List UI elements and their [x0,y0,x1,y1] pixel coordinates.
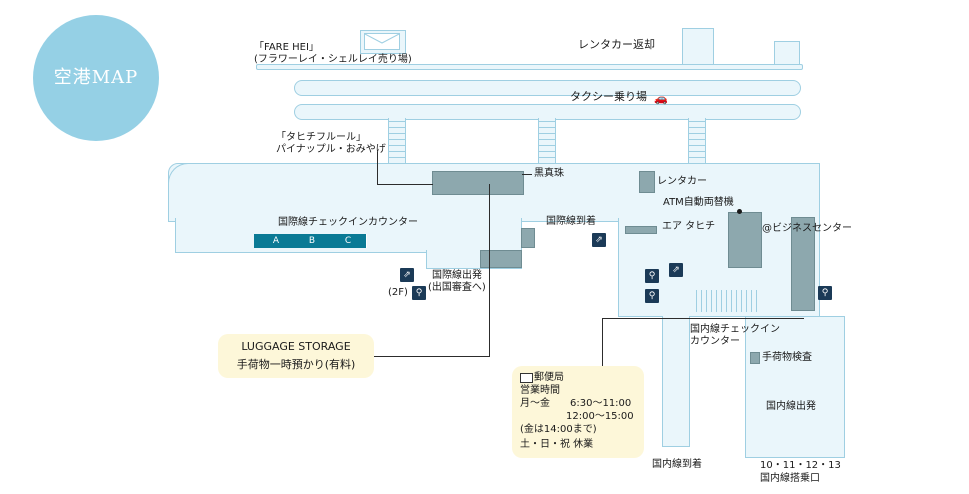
escalator-icon: ⇗ [592,233,606,247]
leader-post-v [602,318,603,368]
leader-tahiti-v [377,152,378,184]
map-title: 空港MAP [53,67,139,88]
atm-label: ATM自動両替機 [663,197,734,208]
business-center-label: @ビジネスセンター [762,223,852,234]
luggage-subtitle: 手荷物一時預かり(有料) [236,358,356,371]
business-center-block [791,217,815,311]
envelope-icon [364,33,400,50]
dom-checkin-label: 国内線チェックイン [690,324,780,335]
leader-tahiti-h [377,184,433,185]
walkway-left [388,118,406,164]
counter-c: C [330,234,367,248]
luggage-title: LUGGAGE STORAGE [241,340,351,353]
counter-b: B [294,234,331,248]
restroom-icon: ⚲ [645,269,659,283]
road-top [256,64,803,70]
dom-checkin-sublabel: カウンター [690,336,740,347]
dom-checkin-counters [696,290,760,312]
leader-luggage-h [374,356,490,357]
walkway-center [538,118,556,164]
dom-departure-label: 国内線出発 [766,401,816,412]
hours-label: 営業時間 [520,385,560,396]
intl-arrival-gate [480,250,522,268]
air-tahiti-counter [625,226,657,234]
small-building-right [774,41,800,67]
escalator-icon: ⇗ [669,263,683,277]
escalator-icon: ⇗ [400,268,414,282]
restroom-icon: ⚲ [645,289,659,303]
atm-dot [737,209,742,214]
intl-checkin-label: 国際線チェックインカウンター [278,217,418,228]
restroom-icon: ⚲ [412,286,426,300]
rental-return-label: レンタカー返却 [578,38,655,51]
tahiti-fleur-label: 「タヒチフルール」 [276,132,366,143]
leader-pearl [522,174,532,175]
black-pearl-label: 黒真珠 [534,168,564,179]
gates-label: 10・11・12・13 [760,460,841,471]
car-icon: 🚗 [654,92,668,105]
baggage-inspection-block [750,352,760,364]
leader-luggage-v [489,184,490,356]
atm-block [728,212,762,268]
luggage-storage-callout: LUGGAGE STORAGE 手荷物一時預かり(有料) [218,334,374,378]
gates-sublabel: 国内線搭乗口 [760,473,820,484]
fare-hei-sublabel: (フラワーレイ・シェルレイ売り場) [254,54,412,65]
tahiti-fleur-sublabel: パイナップル・おみやげ [276,144,386,155]
weekday-label: 月〜金 [520,398,550,409]
intl-departure-sublabel: (出国審査へ) [428,282,486,293]
restroom-icon: ⚲ [818,286,832,300]
air-tahiti-label: エア タヒチ [662,221,716,232]
dom-departure-hall [745,316,845,458]
taxi-label: タクシー乗り場 [570,90,647,103]
baggage-inspection-label: 手荷物検査 [762,352,812,363]
intl-exit [521,228,535,248]
rental-return-building [682,28,714,66]
fare-hei-label: 「FARE HEI」 [254,42,319,53]
dom-arrival-corridor [662,316,690,447]
black-pearl-shop [432,171,524,195]
floor-2f-label: (2F) [388,287,408,298]
dom-arrival-label: 国内線到着 [652,459,702,470]
post-office-callout: 郵便局 営業時間 月〜金 6:30〜11:00 12:00〜15:00 (金は1… [512,366,644,458]
post-office-title: 郵便局 [534,372,564,383]
intl-arrival-label: 国際線到着 [546,216,596,227]
road-rental [294,80,801,96]
intl-departure-label: 国際線出発 [432,270,482,281]
rental-car-label: レンタカー [657,176,707,187]
map-badge: 空港MAP [33,15,159,141]
rental-counter [639,171,655,193]
leader-post-h [602,318,804,319]
mail-icon [520,373,533,383]
walkway-right [688,118,706,164]
friday-note: (金は14:00まで) [520,424,597,435]
counter-a: A [258,234,295,248]
hours-afternoon: 12:00〜15:00 [566,411,634,422]
hours-morning: 6:30〜11:00 [570,398,632,409]
closed-note: 土・日・祝 休業 [520,439,594,450]
